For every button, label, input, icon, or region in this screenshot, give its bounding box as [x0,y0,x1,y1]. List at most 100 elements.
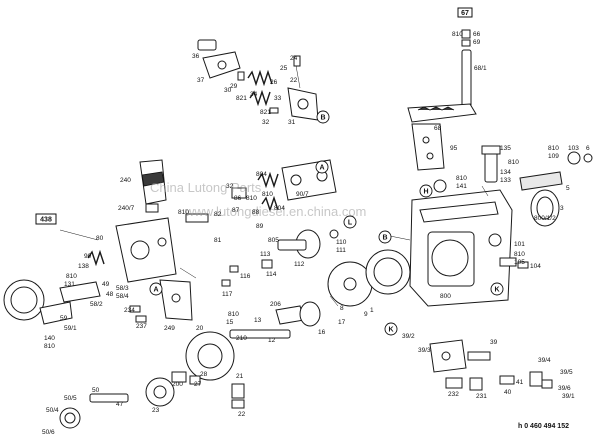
label-22b: 22 [238,411,246,418]
label-21: 21 [236,373,244,380]
housing-boss [488,233,502,247]
screw-36 [197,39,217,51]
shaft-39-3 [467,351,491,361]
drive-cam-group [221,159,411,307]
label-113: 113 [260,251,271,258]
label-800-1-2: 800/1/2 [534,215,556,222]
ref-circle-L [343,215,357,229]
lever-serration [417,106,455,111]
washer-29 [237,71,245,81]
leader-lines [59,185,489,307]
label-8: 8 [340,305,344,312]
label-25: 25 [280,65,288,72]
bracket-hole [171,293,181,303]
head-band [141,171,165,187]
lever-39-hole [441,351,451,361]
screw-105 [499,257,517,267]
label-810i: 810 [66,273,77,280]
stop-lever-group [429,339,553,391]
block-21 [231,383,245,399]
label-37: 37 [197,77,205,84]
label-39-3: 39/3 [418,347,431,354]
ref-circle-K-bottom-text: K [388,327,393,334]
watermark-line-2: www.lutongdiesel.en.china.com [184,204,366,219]
label-810f: 810 [178,209,189,216]
watermark-line-1: China Lutong Parts [150,180,262,195]
label-810e: 810 [514,251,525,258]
label-48: 48 [106,291,114,298]
label-116: 116 [240,273,251,280]
label-33: 33 [274,95,282,102]
label-32: 32 [262,119,270,126]
washer-111 [329,229,339,239]
label-49: 49 [102,281,110,288]
label-28: 28 [200,371,208,378]
label-249: 249 [164,325,175,332]
shaft-112 [277,239,307,251]
label-66: 66 [473,31,481,38]
leader-134 [481,185,489,197]
label-133: 133 [500,177,511,184]
leader-17 [329,295,339,307]
screw-237 [135,315,147,323]
label-6: 6 [586,145,590,152]
plate-hole [217,60,227,70]
label-810d: 810 [456,175,467,182]
label-114: 114 [266,271,277,278]
seal-69 [461,39,471,47]
housing-top-flange [419,201,499,223]
label-87: 87 [232,207,240,214]
label-3: 3 [560,205,564,212]
valve-134 [484,151,498,183]
label-80: 80 [96,235,104,242]
label-821b: 821 [260,109,271,116]
label-810b: 810 [508,159,519,166]
label-810a: 810 [452,31,463,38]
label-68-1: 68/1 [474,65,487,72]
label-50-6: 50/6 [42,429,55,436]
ref-box-67 [457,7,473,18]
part-39-6 [541,379,553,389]
label-22: 22 [290,77,298,84]
washer-32 [269,107,279,114]
ref-circle-A-top [315,160,329,174]
label-135: 135 [500,145,511,152]
ref-circle-A-top-text: A [319,165,324,172]
vane-plate-inner [197,343,223,369]
flange-hole-a [290,174,302,186]
screw-40 [499,375,515,385]
label-234: 234 [124,307,135,314]
shaft-68-1 [461,49,472,109]
label-24: 24 [290,55,298,62]
ref-box-438-text: 438 [40,217,52,224]
label-27: 27 [194,381,202,388]
ref-box-438 [35,213,57,225]
label-39-5: 39/5 [560,369,573,376]
label-39-2: 39/2 [402,333,415,340]
label-804b: 804 [274,205,285,212]
ref-circle-A-left [149,282,163,296]
label-41: 41 [516,379,524,386]
label-36: 36 [192,53,200,60]
cap-66 [461,29,471,39]
screw-117 [221,279,231,287]
part-number: h 0 460 494 152 [518,423,569,430]
bracket-95 [411,123,445,171]
label-104: 104 [530,263,541,270]
label-805: 805 [268,237,279,244]
label-86: 86 [234,195,242,202]
block-22 [231,399,245,409]
label-29: 29 [230,83,238,90]
label-16: 16 [318,329,326,336]
ref-circle-H-text: H [423,189,428,196]
lever-68 [407,103,477,123]
ref-circle-B-top-text: B [320,115,325,122]
nut-114 [261,259,273,269]
label-810g: 810 [246,195,257,202]
label-111: 111 [336,247,346,254]
screw-234 [129,305,141,313]
spring-821-a [247,69,273,87]
block-232 [445,377,463,389]
label-821a: 821 [236,95,247,102]
